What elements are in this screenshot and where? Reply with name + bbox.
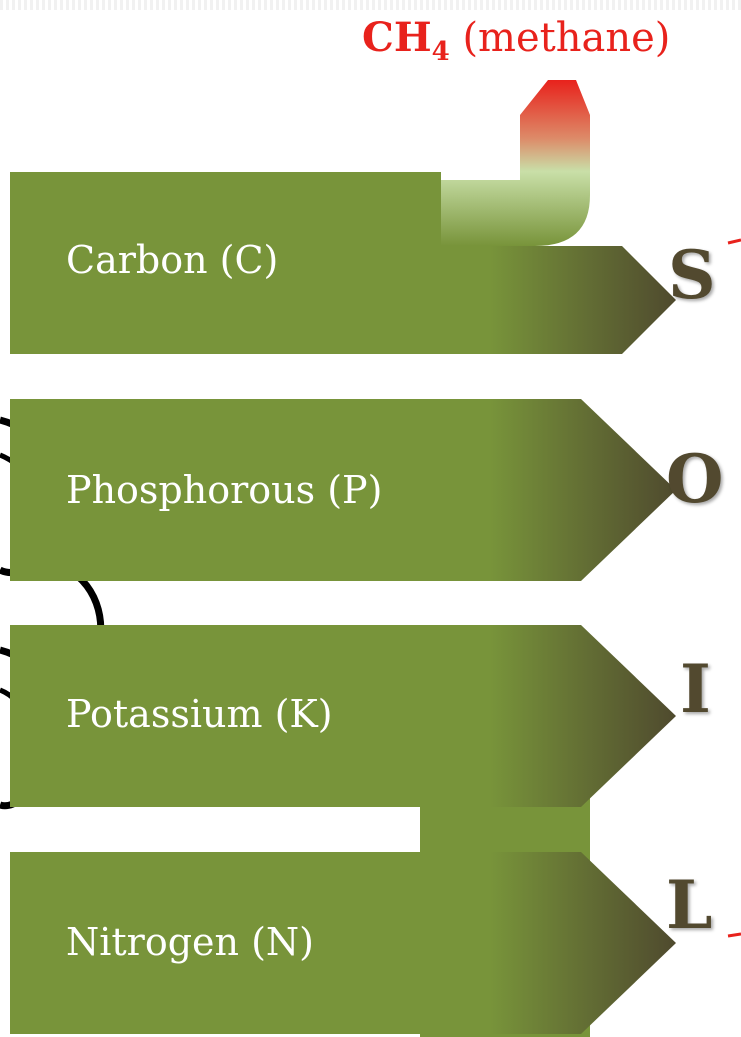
- soil-letter-s: S: [668, 236, 716, 314]
- methane-formula: CH4: [362, 14, 450, 67]
- arrow-potassium: [10, 625, 676, 807]
- red-tick-mark: [727, 932, 741, 938]
- nutrient-label-nitrogen: Nitrogen (N): [66, 920, 314, 964]
- methane-pipe: [440, 80, 590, 246]
- nutrient-label-potassium: Potassium (K): [66, 692, 333, 736]
- arrow-carbon: [10, 172, 676, 354]
- arrow-phosphorous: [10, 399, 676, 581]
- methane-formula-subscript: 4: [431, 37, 450, 67]
- soil-letter-o: O: [666, 440, 724, 518]
- red-tick-mark: [727, 238, 741, 245]
- top-dotted-border: [0, 0, 741, 10]
- nutrient-label-carbon: Carbon (C): [66, 238, 279, 282]
- arrow-nitrogen: [10, 852, 676, 1034]
- methane-label: CH4 (methane): [362, 14, 670, 67]
- methane-name: (methane): [462, 15, 671, 61]
- methane-formula-base: CH: [362, 14, 432, 61]
- nutrient-label-phosphorous: Phosphorous (P): [66, 468, 383, 512]
- soil-letter-i: I: [680, 650, 711, 728]
- soil-letter-l: L: [666, 866, 713, 944]
